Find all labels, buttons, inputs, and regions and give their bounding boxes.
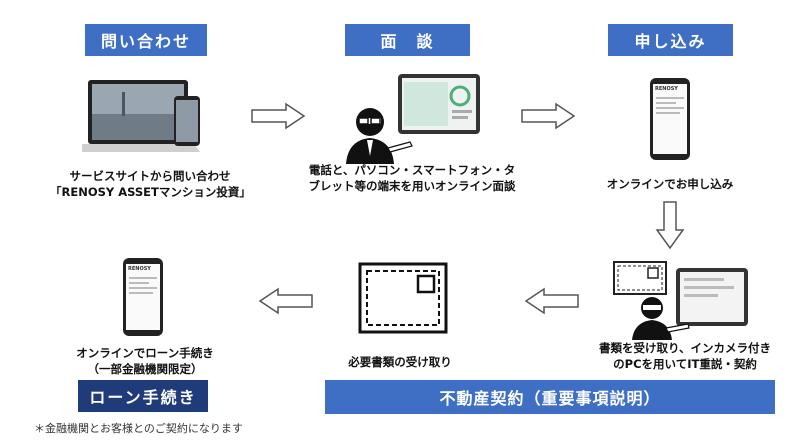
phone-illustration: RENOSY [650, 78, 690, 160]
arrow-right-icon [250, 102, 306, 130]
laptop-phone-illustration [82, 78, 212, 160]
phone-brand-text: RENOSY [655, 86, 678, 92]
step-label-contract: 不動産契約（重要事項説明） [325, 380, 775, 414]
caption-documents-line1: 必要書類の受け取り [348, 355, 452, 369]
arrow-down-icon [655, 200, 685, 250]
caption-application: オンラインでお申し込み [595, 176, 745, 192]
step-label-application: 申し込み [608, 24, 733, 56]
footnote: ＊金融機関とお客様とのご契約になります [34, 422, 243, 435]
arrow-right-icon [520, 102, 576, 130]
caption-contract-line1: 書類を受け取り、インカメラ付き [598, 341, 772, 355]
caption-inquiry-line1: サービスサイトから問い合わせ [69, 169, 231, 183]
caption-loan-line2: （一部金融機関限定） [87, 362, 203, 376]
contract-illustration [612, 258, 752, 340]
caption-interview-line2: ブレット等の端末を用いオンライン面談 [308, 179, 516, 193]
phone-brand-text: RENOSY [128, 266, 151, 272]
phone-illustration: RENOSY [123, 258, 163, 336]
step-label-interview: 面 談 [345, 24, 470, 56]
envelope-icon [358, 262, 448, 334]
step-label-loan: ローン手続き [78, 380, 208, 412]
caption-loan-line1: オンラインでローン手続き [76, 346, 214, 360]
interview-illustration [340, 72, 485, 164]
caption-inquiry-line2: 「RENOSY ASSETマンション投資」 [50, 185, 251, 199]
caption-loan: オンラインでローン手続き （一部金融機関限定） [55, 345, 235, 377]
caption-application-line1: オンラインでお申し込み [606, 177, 734, 191]
caption-interview: 電話と、パソコン・スマートフォン・タ ブレット等の端末を用いオンライン面談 [292, 162, 532, 194]
step-label-inquiry: 問い合わせ [85, 24, 207, 56]
caption-documents: 必要書類の受け取り [325, 354, 475, 370]
caption-inquiry: サービスサイトから問い合わせ 「RENOSY ASSETマンション投資」 [50, 168, 251, 200]
caption-interview-line1: 電話と、パソコン・スマートフォン・タ [308, 163, 516, 177]
arrow-left-icon [258, 287, 314, 315]
caption-contract: 書類を受け取り、インカメラ付き のPCを用いてIT重説・契約 [580, 340, 790, 372]
caption-contract-line2: のPCを用いてIT重説・契約 [613, 357, 757, 371]
arrow-left-icon [524, 287, 580, 315]
